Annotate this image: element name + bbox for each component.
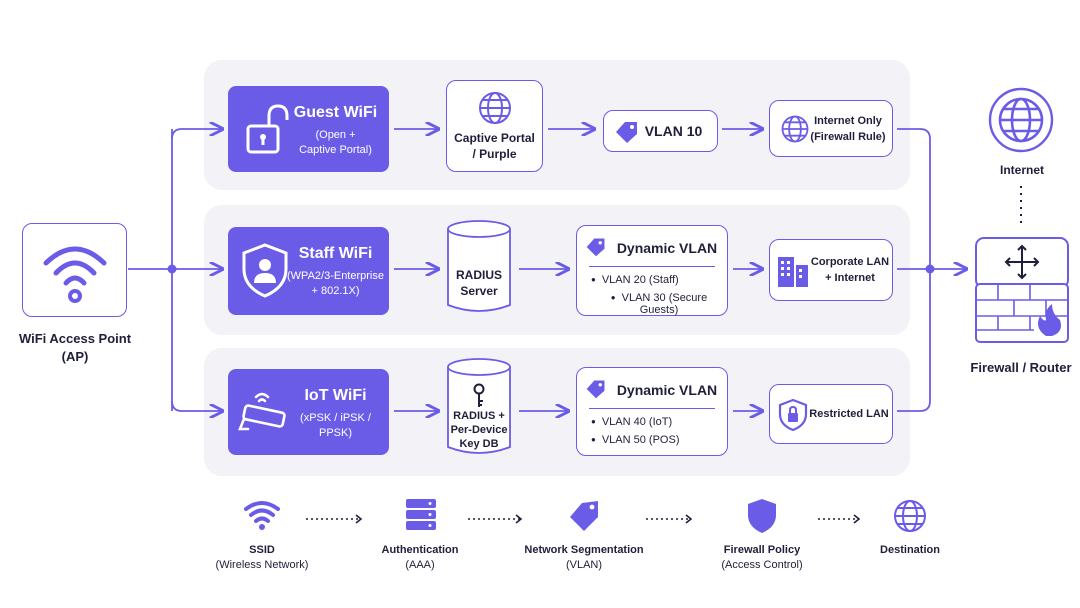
vlan-item: VLAN 50 (POS) [591,434,680,446]
ssid-staff-wifi[interactable]: Staff WiFi (WPA2/3-Enterprise + 802.1X) [228,227,389,315]
divider [589,266,715,267]
building-icon [778,257,808,287]
ssid-title: Guest WiFi [293,104,378,121]
database-icon [447,358,511,454]
ssid-subtitle: (xPSK / iPSK / PPSK) [300,412,371,439]
legend-title: SSID [249,544,275,556]
legend-subtitle: (Wireless Network) [215,559,309,571]
ssid-subtitle: (Open + Captive Portal) [299,129,372,156]
legend-item-network-segmentation: Network Segmentation (VLAN) [514,543,654,573]
legend-icons [244,499,926,533]
vlan-item: VLAN 40 (IoT) [591,416,672,428]
dynamic-vlan-staff-box: Dynamic VLAN VLAN 20 (Staff) VLAN 30 (Se… [576,225,728,316]
auth-radius-key-db: RADIUS + Per-Device Key DB [446,357,512,459]
dest-internet-only: Internet Only (Firewall Rule) [769,100,893,157]
legend-title: Destination [880,544,940,556]
dest-corporate-lan: Corporate LAN + Internet [769,239,893,301]
ssid-title: Staff WiFi [298,245,373,262]
globe-icon [894,500,926,532]
vlan-10-box: VLAN 10 [603,110,718,152]
vlan-title: Dynamic VLAN [616,240,718,256]
legend-subtitle: (VLAN) [565,559,603,571]
server-icon [406,499,436,530]
ssid-title: IoT WiFi [304,387,367,404]
legend-title: Network Segmentation [524,544,644,556]
ssid-iot-wifi[interactable]: IoT WiFi (xPSK / iPSK / PPSK) [228,369,389,455]
internet-label: Internet [999,163,1044,177]
legend-title: Authentication [381,544,459,556]
vlan-title: Dynamic VLAN [616,382,718,398]
globe-icon [478,92,511,124]
ssid-subtitle: (WPA2/3-Enterprise + 802.1X) [287,270,384,297]
legend-item-authentication: Authentication (AAA) [360,543,480,573]
globe-icon [781,115,809,143]
tag-icon [570,501,598,531]
auth-label: Captive Portal / Purple [454,131,535,161]
tag-icon [616,122,637,143]
shield-user-icon [242,243,288,298]
legend-item-destination: Destination [860,543,960,558]
access-point-label: WiFi Access Point (AP) [18,331,132,364]
legend-subtitle: (AAA) [405,559,435,571]
internet-globe-icon [988,87,1054,153]
database-icon [447,220,511,312]
wifi-icon [244,501,280,530]
firewall-router-icon [975,237,1069,343]
key-icon [473,383,485,407]
tag-icon [586,380,605,399]
dest-label: Internet Only (Firewall Rule) [810,114,886,143]
unlock-icon [246,104,289,154]
dest-restricted-lan: Restricted LAN [769,384,893,444]
auth-radius-server: RADIUS Server [446,219,511,315]
vlan-title: VLAN 10 [644,123,703,139]
auth-label: RADIUS Server [455,268,502,298]
firewall-router [974,236,1070,346]
ssid-guest-wifi[interactable]: Guest WiFi (Open + Captive Portal) [228,86,389,172]
tag-icon [586,238,605,257]
divider [589,408,715,409]
vlan-item: VLAN 30 (Secure Guests) [591,292,727,316]
dynamic-vlan-iot-box: Dynamic VLAN VLAN 40 (IoT) VLAN 50 (POS) [576,367,728,456]
legend-item-firewall-policy: Firewall Policy (Access Control) [702,543,822,573]
camera-icon [238,392,286,431]
auth-captive-portal: Captive Portal / Purple [446,80,543,172]
shield-icon [748,499,776,533]
access-point-box [22,223,127,317]
firewall-router-label: Firewall / Router [970,360,1072,375]
wifi-icon [43,246,106,303]
vlan-item: VLAN 20 (Staff) [591,274,679,286]
dest-label: Corporate LAN + Internet [810,256,890,284]
legend-title: Firewall Policy [723,544,801,556]
legend-item-ssid: SSID (Wireless Network) [202,543,322,573]
auth-label: RADIUS + Per-Device Key DB [450,410,508,450]
dest-label: Restricted LAN [809,408,889,420]
legend-subtitle: (Access Control) [721,559,803,571]
shield-lock-icon [778,398,808,432]
